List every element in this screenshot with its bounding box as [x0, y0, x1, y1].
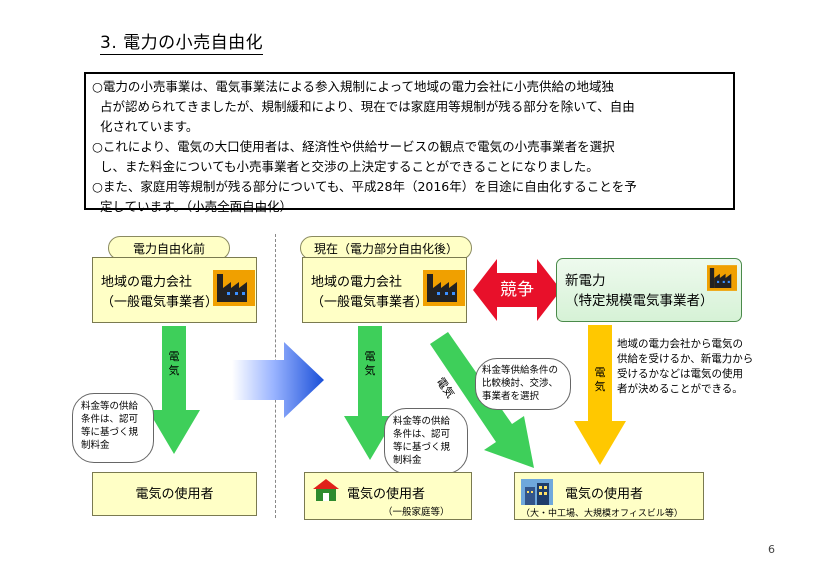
- bullet-mark: ○: [92, 179, 103, 194]
- company-type: （一般電気事業者）: [101, 295, 219, 310]
- note-line: 者が決めることができる。: [617, 383, 743, 395]
- large-user-box: 電気の使用者 （大・中工場、大規模オフィスビル等）: [514, 472, 704, 520]
- choice-cloud: 料金等供給条件の 比較検討、交渉、 事業者を選択: [475, 358, 571, 410]
- company-name: 地域の電力会社: [101, 275, 193, 290]
- page-number: 6: [768, 543, 775, 556]
- summary-bullet-1: ○電力の小売事業は、電気事業法による参入規制によって地域の電力会社に小売供給の地…: [92, 77, 728, 137]
- new-power-name: 新電力: [565, 273, 606, 289]
- bullet-mark: ○: [92, 139, 103, 154]
- factory-icon: [213, 270, 255, 306]
- home-user-box: 電気の使用者 （一般家庭等）: [304, 472, 472, 520]
- note-line: 供給を受けるか、新電力から: [617, 353, 754, 365]
- after-arrow-label-home: 電気: [364, 350, 376, 377]
- user-label: 電気の使用者: [347, 487, 426, 502]
- competition-arrow: [473, 259, 561, 321]
- bullet-text: これにより、電気の大口使用者は、経済性や供給サービスの観点で電気の小売事業者を選…: [102, 139, 615, 154]
- before-arrow-label: 電気: [168, 350, 180, 377]
- bullet-text: 定しています。（小売全面自由化）: [99, 199, 293, 214]
- cloud-line: 条件は、認可: [81, 414, 139, 425]
- page-title: 3. 電力の小売自由化: [100, 28, 264, 55]
- office-building-icon: [521, 479, 553, 505]
- before-label: 電力自由化前: [108, 236, 230, 260]
- new-power-arrow-label: 電気: [594, 366, 606, 393]
- new-power-type: （特定規模電気事業者）: [565, 293, 714, 309]
- competition-label: 競争: [500, 280, 534, 300]
- house-icon: [313, 479, 339, 501]
- before-user-box: 電気の使用者: [92, 472, 257, 516]
- factory-icon: [423, 270, 465, 306]
- bullet-text: また、家庭用等規制が残る部分についても、平成28年（2016年）を目途に自由化す…: [102, 179, 637, 194]
- before-utility-box: 地域の電力会社 （一般電気事業者）: [92, 257, 257, 323]
- user-sub-label: （一般家庭等）: [383, 507, 450, 518]
- cloud-line: 料金等供給条件の: [482, 365, 559, 376]
- note-line: 地域の電力会社から電気の: [617, 338, 743, 350]
- before-supply-arrow: [148, 326, 200, 454]
- new-power-supply-arrow: [574, 325, 626, 465]
- cloud-line: 事業者を選択: [482, 391, 540, 402]
- summary-bullet-3: ○また、家庭用等規制が残る部分についても、平成28年（2016年）を目途に自由化…: [92, 177, 728, 217]
- bullet-text: 占が認められてきましたが、規制緩和により、現在では家庭用等規制が残る部分を除いて…: [99, 99, 635, 114]
- cloud-line: 等に基づく規: [393, 442, 451, 453]
- bullet-text: し、また料金についても小売事業者と交渉の上決定することができることになりました。: [99, 159, 599, 174]
- cloud-line: 条件は、認可: [393, 429, 451, 440]
- transition-arrow: [232, 342, 324, 418]
- bullet-text: 電力の小売事業は、電気事業法による参入規制によって地域の電力会社に小売供給の地域…: [102, 79, 615, 94]
- cloud-line: 制料金: [393, 455, 422, 466]
- summary-box: ○電力の小売事業は、電気事業法による参入規制によって地域の電力会社に小売供給の地…: [84, 72, 735, 214]
- factory-icon: [707, 265, 737, 291]
- company-name: 地域の電力会社: [311, 275, 403, 290]
- before-price-cloud: 料金等の供給 条件は、認可 等に基づく規 制料金: [72, 393, 154, 463]
- user-sub-label: （大・中工場、大規模オフィスビル等）: [521, 509, 683, 519]
- new-power-box: 新電力 （特定規模電気事業者）: [556, 258, 742, 322]
- company-type: （一般電気事業者）: [311, 295, 429, 310]
- cloud-line: 等に基づく規: [81, 427, 139, 438]
- user-label: 電気の使用者: [565, 487, 644, 502]
- after-price-cloud: 料金等の供給 条件は、認可 等に基づく規 制料金: [384, 408, 468, 474]
- cloud-line: 料金等の供給: [81, 401, 139, 412]
- summary-bullet-2: ○これにより、電気の大口使用者は、経済性や供給サービスの観点で電気の小売事業者を…: [92, 137, 728, 177]
- note-line: 受けるかなどは電気の使用: [617, 368, 743, 380]
- choice-note: 地域の電力会社から電気の 供給を受けるか、新電力から 受けるかなどは電気の使用 …: [617, 337, 787, 397]
- after-utility-box: 地域の電力会社 （一般電気事業者）: [302, 257, 467, 323]
- cloud-line: 制料金: [81, 440, 110, 451]
- bullet-text: 化されています。: [99, 119, 199, 134]
- after-supply-arrow-home: [344, 326, 396, 460]
- user-label: 電気の使用者: [135, 487, 214, 502]
- bullet-mark: ○: [92, 79, 103, 94]
- cloud-line: 料金等の供給: [393, 416, 451, 427]
- cloud-line: 比較検討、交渉、: [482, 378, 559, 389]
